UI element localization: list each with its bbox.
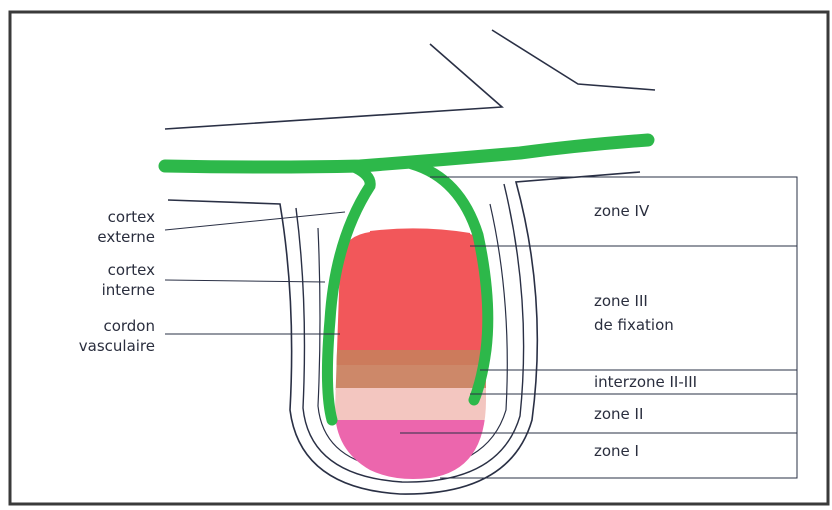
leader-cortex-interne — [165, 280, 325, 282]
label-cortex-interne-line1: cortex — [108, 261, 155, 279]
root-outline-right — [492, 30, 655, 90]
nodule-zones — [320, 225, 500, 490]
leader-cortex-externe — [165, 212, 345, 230]
label-cordon-line1: cordon — [103, 317, 155, 335]
label-zone-i: zone I — [594, 442, 639, 460]
label-zone-iii-line1: zone III — [594, 292, 648, 310]
label-zone-iv: zone IV — [594, 202, 650, 220]
label-cortex-externe-line1: cortex — [108, 208, 155, 226]
label-interzone: interzone II-III — [594, 373, 697, 391]
label-cortex-externe-line2: externe — [97, 228, 155, 246]
interzone-region — [320, 350, 500, 390]
label-zone-ii: zone II — [594, 405, 643, 423]
label-cortex-interne-line2: interne — [102, 281, 155, 299]
root-outline-upper — [165, 44, 502, 129]
label-cordon-line2: vasculaire — [79, 337, 155, 355]
vascular-root-band — [165, 140, 648, 167]
label-zone-iii-line2: de fixation — [594, 316, 674, 334]
